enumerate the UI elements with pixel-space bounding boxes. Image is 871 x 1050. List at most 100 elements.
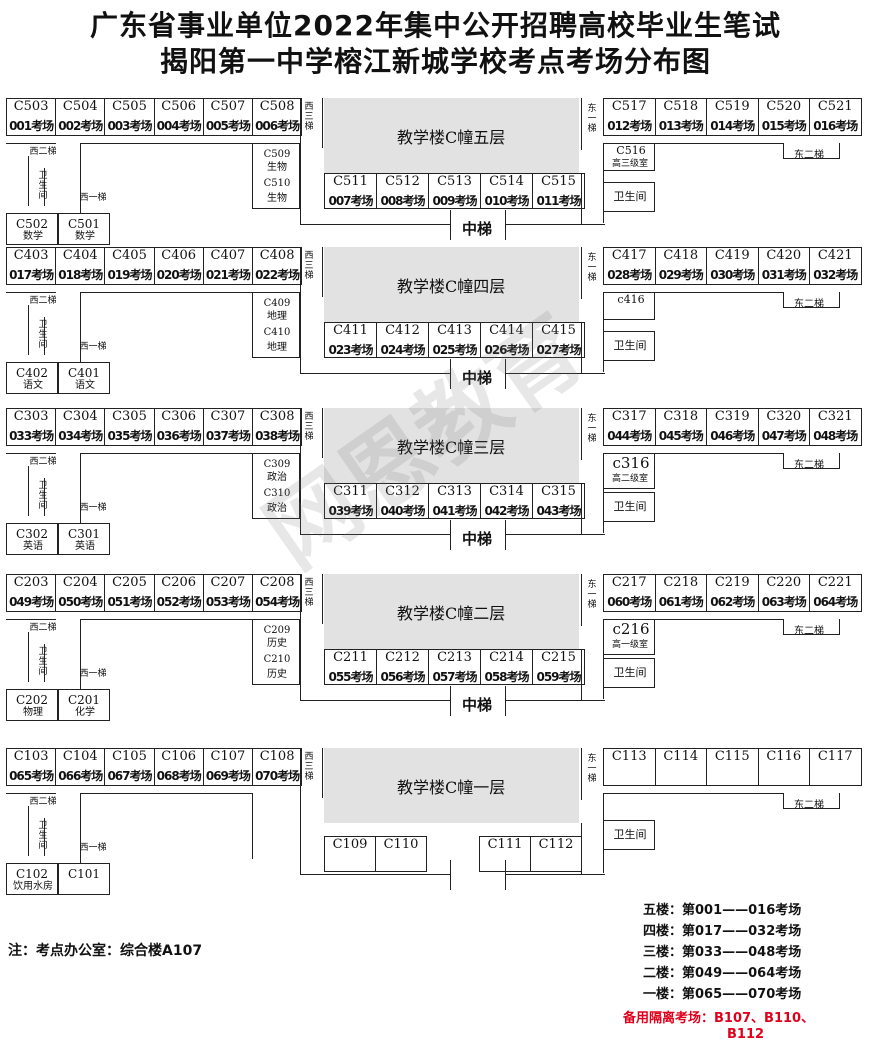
- side-room[interactable]: c416: [603, 292, 655, 320]
- exam-room[interactable]: C101: [58, 863, 110, 895]
- exam-number: 059考场: [536, 670, 581, 684]
- wall-line: [6, 619, 56, 620]
- room[interactable]: C109: [324, 836, 376, 872]
- exam-room[interactable]: C116: [757, 748, 810, 786]
- exam-room[interactable]: C113: [603, 748, 656, 786]
- room-subject: 英语: [75, 541, 95, 552]
- exam-room[interactable]: C114: [654, 748, 707, 786]
- room[interactable]: C112: [530, 836, 582, 872]
- room[interactable]: C110: [375, 836, 427, 872]
- exam-number: 028考场: [607, 268, 652, 282]
- exam-room[interactable]: C117: [809, 748, 862, 786]
- exam-room[interactable]: C115: [706, 748, 759, 786]
